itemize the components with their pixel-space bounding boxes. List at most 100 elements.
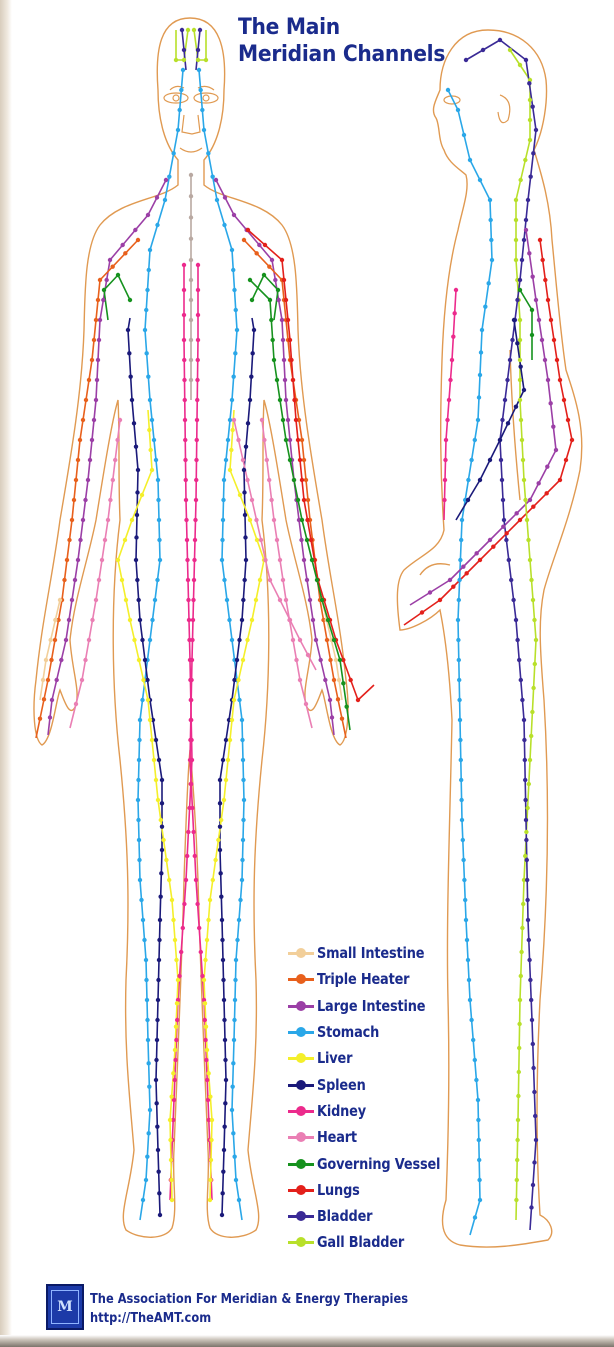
liver-acupoint [146,698,150,702]
stomach-acupoint [156,478,160,482]
spleen-acupoint [136,468,140,472]
stomach-acupoint [140,698,144,702]
large-intestine-acupoint [328,698,332,702]
triple-heater-acupoint [267,264,271,268]
kidney-acupoint [195,902,199,906]
kidney-acupoint [182,288,186,292]
small-intestine-acupoint [334,658,338,662]
lungs-acupoint [246,228,250,232]
stomach-acupoint [139,898,143,902]
liver-acupoint [164,858,168,862]
center-governing-acupoint [189,258,193,262]
legend-label: Spleen [317,1076,366,1094]
stomach-acupoint [230,638,234,642]
spleen-acupoint [220,1213,224,1217]
side-gall-bladder-acupoint [515,1138,519,1142]
stomach-acupoint [237,918,241,922]
side-stomach-acupoint [466,478,470,482]
lungs-acupoint [348,678,352,682]
side-bladder-acupoint [503,398,507,402]
side-stomach-acupoint [456,638,460,642]
governing-vessel-acupoint [248,278,252,282]
stomach-acupoint [221,498,225,502]
governing-vessel-acupoint [315,578,319,582]
liver-acupoint [210,1118,214,1122]
side-stomach-acupoint [480,328,484,332]
kidney-acupoint [183,438,187,442]
stomach-acupoint [144,958,148,962]
side-gall-bladder-acupoint [533,662,537,666]
side-large-intestine-acupoint [537,318,541,322]
kidney-acupoint [185,538,189,542]
liver-acupoint [154,778,158,782]
legend-item: Gall Bladder [288,1229,488,1255]
spleen-acupoint [223,1038,227,1042]
side-gall-bladder-acupoint [518,318,522,322]
side-bladder-acupoint [525,898,529,902]
stomach-acupoint [200,108,204,112]
stomach-acupoint [145,1018,149,1022]
side-gall-bladder-acupoint [516,1118,520,1122]
side-kidney-acupoint [447,398,451,402]
kidney-acupoint [183,398,187,402]
side-stomach-acupoint [473,438,477,442]
side-lungs-acupoint [538,238,542,242]
side-kidney-acupoint [445,418,449,422]
heart-acupoint [83,658,87,662]
triple-heater-acupoint [46,678,50,682]
stomach-acupoint [235,938,239,942]
bladder-acupoint [182,48,186,52]
side-gall-bladder-acupoint [519,974,523,978]
large-intestine-acupoint [164,178,168,182]
heart-acupoint [265,458,269,462]
side-bladder-acupoint [531,1066,535,1070]
heart-acupoint [87,638,91,642]
legend-item: Heart [288,1124,488,1150]
liver-acupoint [208,1094,212,1098]
legend-item: Kidney [288,1098,488,1124]
legend-item: Spleen [288,1071,488,1097]
large-intestine-acupoint [67,618,71,622]
spleen-acupoint [221,1169,225,1173]
spleen-acupoint [154,1101,158,1105]
liver-acupoint [168,1138,172,1142]
center-governing-acupoint [189,358,193,362]
spleen-acupoint [244,558,248,562]
large-intestine-acupoint [95,378,99,382]
legend-item: Bladder [288,1203,488,1229]
side-bladder-acupoint [522,718,526,722]
triple-heater-acupoint [94,318,98,322]
heart-acupoint [254,518,258,522]
stomach-acupoint [232,288,236,292]
gall-bladder-acupoint [174,58,178,62]
front-face [164,86,218,152]
lungs-acupoint [263,243,267,247]
liver-acupoint [173,938,177,942]
legend-label: Triple Heater [317,970,409,988]
heart-acupoint [269,498,273,502]
stomach-acupoint [230,1084,234,1088]
stomach-acupoint [228,418,232,422]
triple-heater-acupoint [136,238,140,242]
kidney-acupoint [193,854,197,858]
side-large-intestine-acupoint [530,274,534,278]
side-bladder-acupoint [530,104,534,108]
side-gall-bladder-acupoint [528,98,532,102]
side-gall-bladder-acupoint [514,1198,518,1202]
center-governing-acupoint [189,298,193,302]
kidney-acupoint [182,263,186,267]
liver-acupoint [224,778,228,782]
kidney-acupoint [189,698,193,702]
heart-acupoint [232,418,236,422]
side-gall-bladder-acupoint [523,854,527,858]
small-intestine-acupoint [53,618,57,622]
spleen-acupoint [218,848,222,852]
center-governing-acupoint [189,278,193,282]
side-gall-bladder-acupoint [526,538,530,542]
side-stomach-acupoint [456,108,460,112]
lungs-acupoint [292,398,296,402]
stomach-acupoint [237,1198,241,1202]
stomach-acupoint [152,438,156,442]
governing-vessel-acupoint [284,438,288,442]
website-link[interactable]: http://TheAMT.com [90,1309,408,1328]
